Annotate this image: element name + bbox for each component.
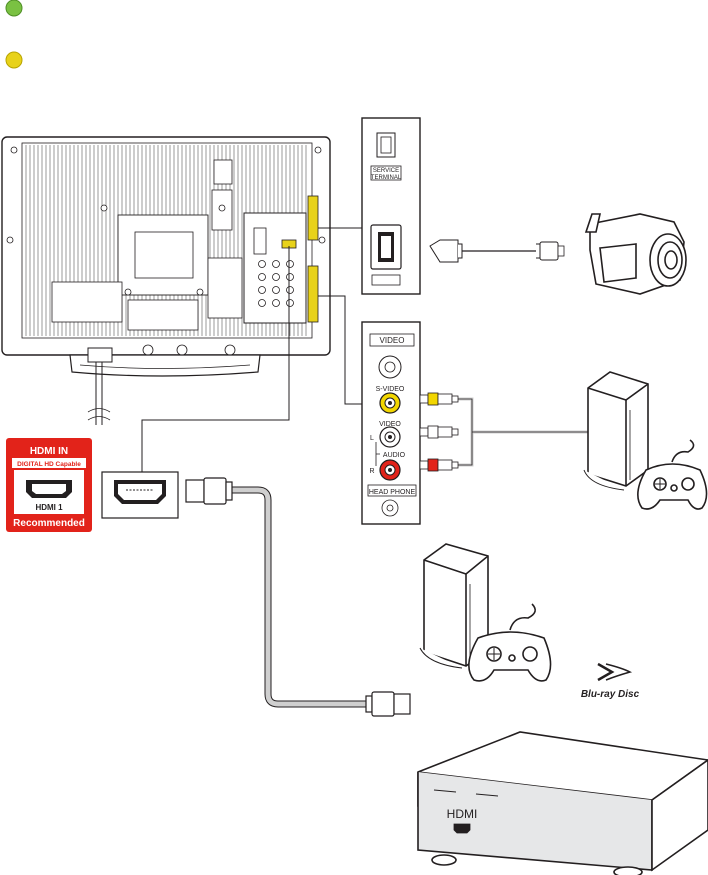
head-phone-label: HEAD PHONE [369, 489, 416, 496]
service-terminal-label-2: TERMINAL [371, 175, 402, 181]
hdmi-in-subtitle: DIGITAL HD Capable [17, 461, 81, 468]
bluray-disc-text: Blu-ray Disc [581, 689, 640, 700]
side-panel-av: VIDEO S-VIDEO VIDEO L AUDIO R HEAD PHONE [362, 322, 420, 524]
recommended-label: Recommended [13, 518, 85, 529]
game-console-icon [584, 372, 648, 490]
hdmi-port-closeup [102, 472, 178, 518]
yellow-dot-icon [6, 52, 22, 68]
hdmi-in-badge: HDMI IN DIGITAL HD Capable HDMI 1 Recomm… [6, 438, 92, 532]
service-terminal-label-1: SERVICE [373, 168, 399, 174]
av-video-header: VIDEO [380, 336, 405, 345]
audio-label: AUDIO [383, 452, 406, 459]
side-panel-hdmi: SERVICE TERMINAL [362, 118, 420, 294]
hdmi-port-name: HDMI 1 [35, 503, 63, 512]
player-hdmi-label: HDMI [447, 807, 478, 821]
side-slot-lower [308, 266, 318, 322]
tv-rear-view [2, 137, 330, 425]
s-video-label: S-VIDEO [376, 386, 405, 393]
audio-right-label: R [369, 468, 374, 475]
camcorder-icon [586, 214, 686, 294]
player-hdmi-port [454, 824, 470, 833]
bluray-disc-logo: Blu-ray Disc [581, 664, 640, 700]
audio-left-label: L [370, 435, 374, 442]
camcorder-cable [430, 240, 564, 262]
side-slot-upper [308, 196, 318, 240]
composite-av-cable [420, 393, 592, 471]
hdmi-in-title: HDMI IN [30, 446, 68, 457]
bluray-player: HDMI [418, 732, 708, 875]
green-dot-icon [6, 0, 22, 16]
